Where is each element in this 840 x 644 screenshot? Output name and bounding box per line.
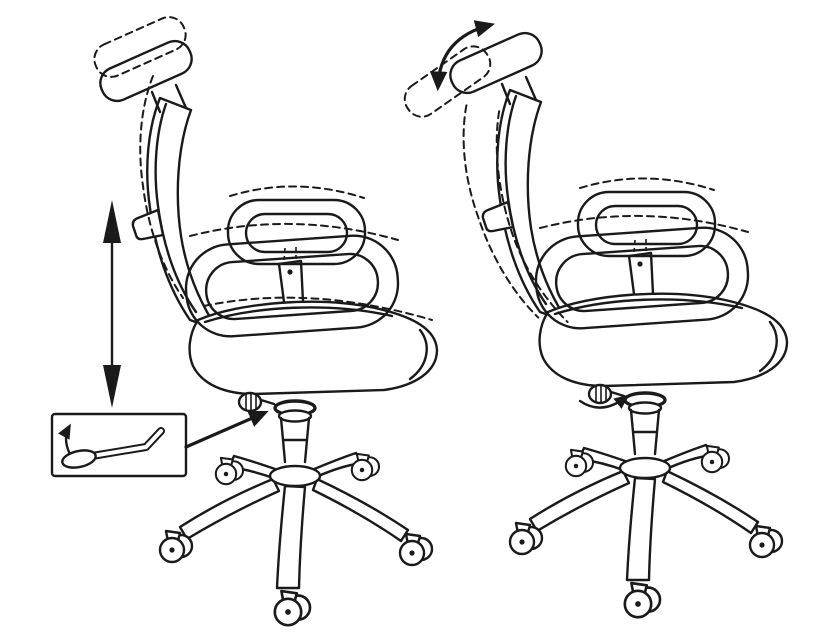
tension-knob-rotate-arrow xyxy=(578,394,630,409)
tilt-swing-arrow xyxy=(429,20,496,92)
chair-illustration xyxy=(95,36,437,625)
panel-seat-height-adjustment xyxy=(50,16,437,625)
inset-callout-arrow xyxy=(184,410,269,449)
chair-illustration xyxy=(445,28,787,617)
lift-lever-inset xyxy=(50,412,188,478)
lever-pull-up-arrow xyxy=(58,423,71,454)
panel-backrest-tilt-adjustment xyxy=(403,20,787,617)
height-range-arrow xyxy=(103,200,121,408)
raised-position-outline xyxy=(93,16,433,321)
lever-handle xyxy=(61,449,97,469)
